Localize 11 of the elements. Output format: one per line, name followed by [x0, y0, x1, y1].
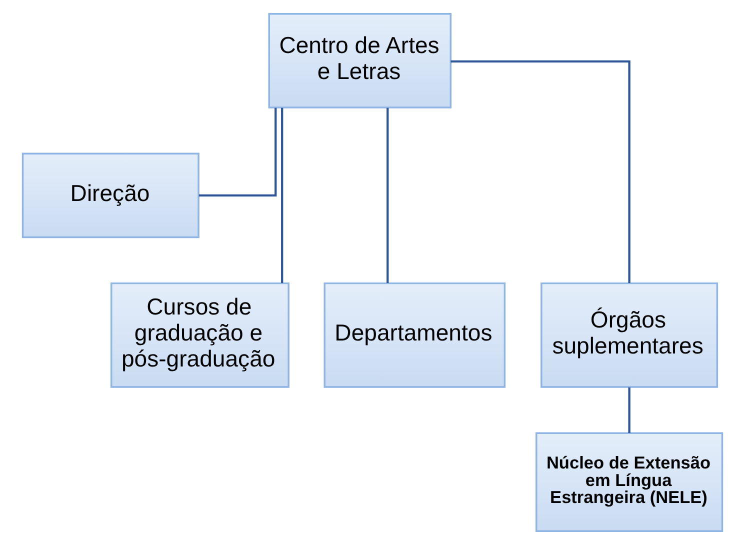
- connector: [628, 387, 630, 434]
- node-box: Núcleo de Extensão em Língua Estrangeira (NELE): [535, 432, 723, 532]
- node-box: Departamentos: [323, 282, 506, 388]
- connector: [280, 108, 283, 283]
- node-box: Órgãos suplementares: [540, 282, 718, 388]
- node-box: Cursos de graduação e pós-graduação: [110, 282, 289, 388]
- connector: [198, 108, 276, 196]
- connector: [450, 60, 630, 284]
- connector: [386, 108, 388, 283]
- node-box: Centro de Artes e Letras: [268, 13, 452, 108]
- node-box: Direção: [21, 152, 199, 238]
